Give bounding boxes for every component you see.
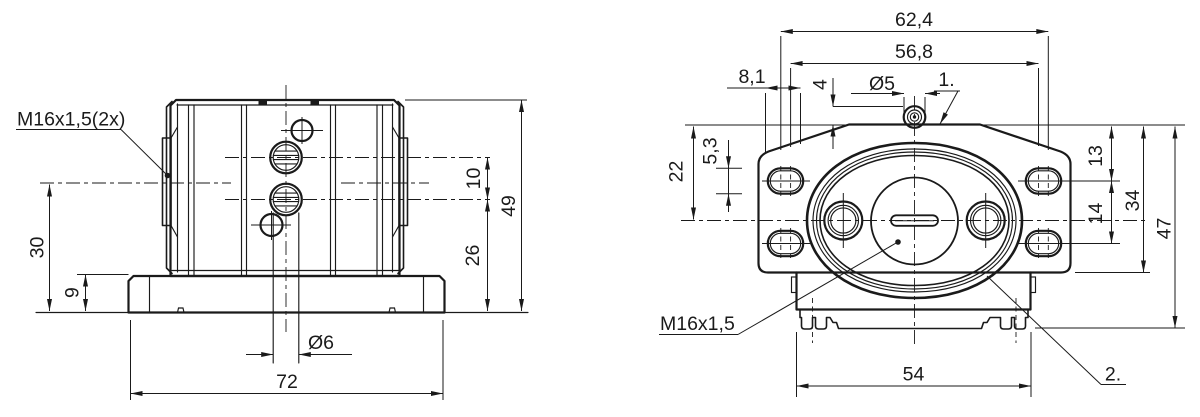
dim-d5-text: Ø5 [869, 73, 895, 95]
dim-54: 54 [796, 364, 1031, 389]
dim-10: 10 [463, 157, 490, 200]
callout-2: 2. [986, 275, 1126, 386]
side-view: 62,4 56,8 8,1 4 Ø5 1. 22 [659, 9, 1185, 397]
dim-26-text: 26 [462, 245, 484, 267]
dim-10-text: 10 [463, 168, 485, 190]
dim-13: 13 [1085, 126, 1114, 181]
front-body-outline [169, 98, 401, 278]
dim-9: 9 [62, 274, 88, 311]
callout-2-text: 2. [1105, 364, 1121, 386]
dim-26: 26 [462, 199, 490, 311]
dim-49: 49 [498, 100, 524, 311]
dim-22: 22 [666, 126, 696, 220]
dim-d6-text: Ø6 [308, 332, 334, 354]
dim-47-text: 47 [1154, 218, 1176, 240]
dim-14-text: 14 [1085, 203, 1107, 225]
thread-callout-side: M16x1,5 [659, 239, 901, 335]
dim-22-text: 22 [666, 161, 688, 183]
dim-30-text: 30 [27, 237, 49, 259]
dim-56-8: 56,8 [790, 41, 1039, 66]
dim-bore-diameter: Ø6 [246, 332, 352, 357]
dim-14: 14 [1085, 181, 1114, 244]
base-flange [127, 274, 446, 314]
dim-53-text: 5,3 [700, 137, 722, 164]
dim-13-text: 13 [1085, 145, 1107, 167]
callout-1: 1. [934, 69, 960, 125]
dim-54-text: 54 [903, 364, 925, 386]
dim-nipple-diameter: Ø5 [851, 73, 940, 96]
dim-34: 34 [1122, 126, 1146, 273]
leader-dot [164, 172, 171, 179]
flange-outline [757, 123, 1072, 274]
dim-47: 47 [1154, 126, 1178, 328]
side-body [790, 271, 1037, 343]
thread-label-side: M16x1,5 [660, 313, 735, 335]
left-end-cap [161, 100, 179, 275]
dim-9-text: 9 [62, 287, 84, 298]
dim-568-text: 56,8 [895, 41, 933, 63]
dim-72: 72 [130, 371, 443, 396]
top-tab-left [258, 100, 267, 105]
dim-49-text: 49 [498, 195, 520, 217]
slot-arc-center-lines [765, 36, 1049, 258]
dim-8-1: 8,1 [727, 66, 801, 91]
dim-4: 4 [810, 78, 836, 149]
right-end-cap [391, 100, 409, 275]
dim-4-text: 4 [810, 79, 832, 90]
dim-624-text: 62,4 [895, 9, 933, 31]
front-view: 30 9 10 26 49 Ø6 72 M16x1,5(2x) [16, 85, 529, 400]
dim-62-4: 62,4 [780, 9, 1049, 34]
thread-callout-front: M16x1,5(2x) [16, 109, 171, 179]
leader-dot [895, 239, 901, 245]
dim-30: 30 [27, 184, 52, 311]
dim-5-3: 5,3 [700, 137, 731, 212]
dim-81-text: 8,1 [738, 66, 765, 88]
dim-34-text: 34 [1122, 190, 1144, 212]
top-tab-right [310, 100, 319, 105]
callout-1-text: 1. [938, 69, 954, 91]
dim-72-text: 72 [276, 371, 298, 393]
thread-label-front: M16x1,5(2x) [17, 109, 125, 131]
